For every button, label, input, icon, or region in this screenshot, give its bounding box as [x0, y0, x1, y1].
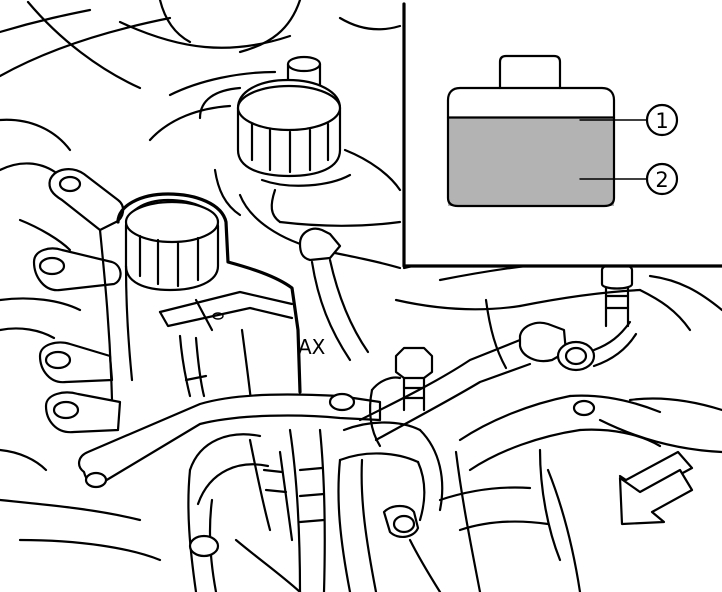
reservoir-marking-text: AX	[298, 335, 326, 359]
callout-2-label: 2	[655, 168, 668, 192]
fluid-level	[448, 117, 614, 206]
hex-bolt	[369, 346, 434, 448]
rear-reservoir-cap	[236, 55, 352, 187]
front-reservoir	[116, 192, 302, 412]
callout-2: 2	[579, 162, 679, 196]
down-left-arrow-icon	[618, 450, 694, 526]
inset-frame	[402, 2, 722, 268]
vent-hose	[298, 227, 370, 362]
coolant-hoses	[187, 428, 326, 592]
reservoir-tank	[446, 54, 616, 208]
callout-1: 1	[579, 103, 679, 137]
main-hose	[337, 421, 444, 592]
reservoir-level-inset: 1 2	[402, 2, 722, 268]
callout-1-label: 1	[655, 109, 668, 133]
mounting-bracket-left	[0, 168, 125, 472]
callout-1-circle	[645, 103, 679, 137]
callout-2-circle	[645, 162, 679, 196]
brake-lines-right	[358, 230, 722, 592]
